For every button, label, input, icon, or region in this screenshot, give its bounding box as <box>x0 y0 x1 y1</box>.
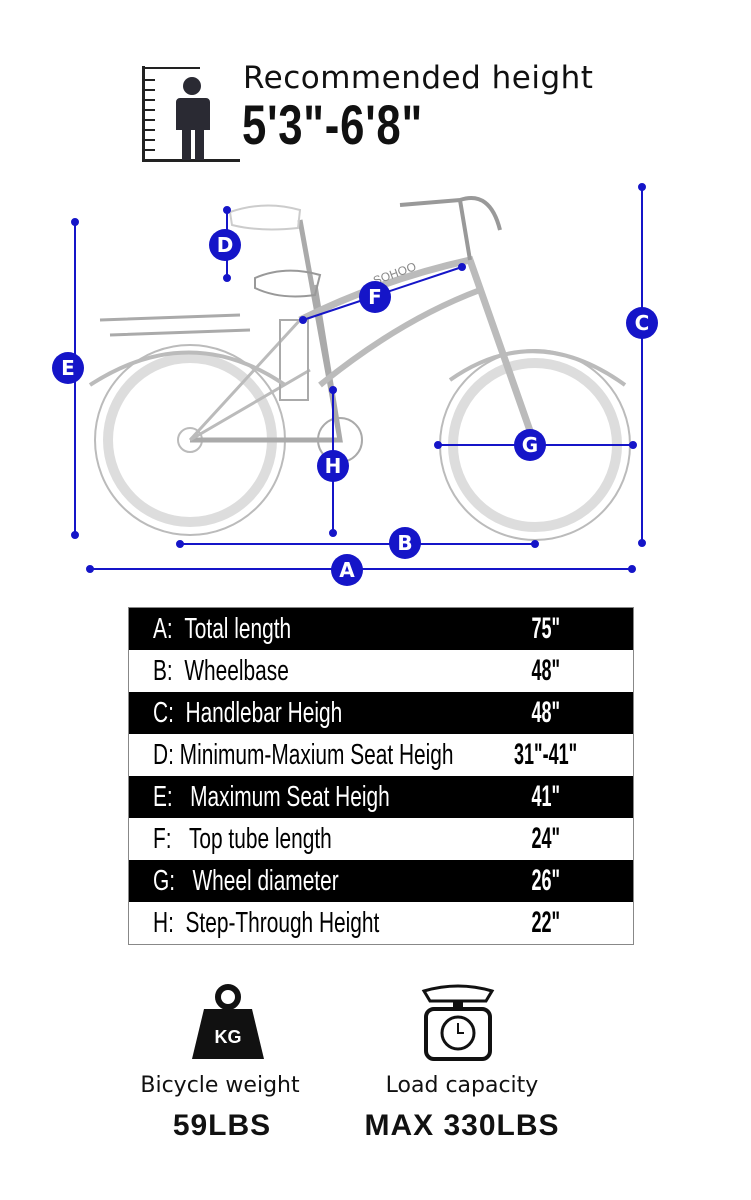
spec-key: F: <box>153 822 172 855</box>
bicycle-weight-label: Bicycle weight <box>140 1073 300 1098</box>
spec-name: Wheelbase <box>184 654 289 687</box>
spec-value: 41" <box>531 780 561 813</box>
spec-value: 48" <box>531 696 561 729</box>
spec-key: D: <box>153 738 174 771</box>
spec-key: A: <box>153 612 173 645</box>
svg-text:G: G <box>522 433 538 457</box>
spec-key: H: <box>153 906 174 939</box>
svg-text:B: B <box>397 531 412 555</box>
spec-value: 26" <box>531 864 561 897</box>
dimension-marker-c: C <box>626 307 658 339</box>
spec-value: 75" <box>531 612 561 645</box>
table-row: F: Top tube length 24" <box>129 818 633 860</box>
table-row: C: Handlebar Heigh 48" <box>129 692 633 734</box>
spec-key: E: <box>153 780 173 813</box>
svg-text:F: F <box>368 285 382 309</box>
svg-text:C: C <box>635 311 650 335</box>
table-row: B: Wheelbase 48" <box>129 650 633 692</box>
dimension-marker-e: E <box>52 352 84 384</box>
scale-icon <box>421 984 495 1061</box>
dimension-marker-f: F <box>359 281 391 313</box>
spec-table: A: Total length 75" B: Wheelbase 48" C: Ha… <box>128 607 634 945</box>
svg-text:A: A <box>339 558 355 582</box>
table-row: G: Wheel diameter 26" <box>129 860 633 902</box>
table-row: A: Total length 75" <box>129 608 633 650</box>
svg-text:KG: KG <box>215 1027 242 1047</box>
bicycle-weight-value: 59LBS <box>172 1109 272 1142</box>
load-capacity-value: MAX 330LBS <box>364 1109 560 1142</box>
spec-name: Maximum Seat Heigh <box>190 780 390 813</box>
dimension-marker-a: A <box>331 554 363 586</box>
svg-text:E: E <box>61 356 75 380</box>
dimension-marker-d: D <box>209 229 241 261</box>
spec-key: B: <box>153 654 173 687</box>
dimension-marker-h: H <box>317 450 349 482</box>
load-capacity-label: Load capacity <box>385 1073 539 1098</box>
spec-name: Handlebar Heigh <box>185 696 343 729</box>
svg-text:D: D <box>217 233 234 257</box>
height-ruler-person-icon <box>142 66 240 162</box>
spec-name: Wheel diameter <box>192 864 339 897</box>
table-row: H: Step-Through Height 22" <box>129 902 633 944</box>
recommended-height-value: 5'3"-6'8" <box>242 93 423 156</box>
spec-name: Top tube length <box>188 822 332 855</box>
spec-name: Step-Through Height <box>185 906 380 939</box>
dimension-marker-g: G <box>514 429 546 461</box>
spec-value: 22" <box>531 906 561 939</box>
svg-text:H: H <box>325 454 342 478</box>
spec-value: 31"-41" <box>514 738 578 771</box>
table-row: E: Maximum Seat Heigh 41" <box>129 776 633 818</box>
spec-value: 24" <box>531 822 561 855</box>
spec-key: G: <box>153 864 176 897</box>
spec-value: 48" <box>531 654 561 687</box>
table-row: D: Minimum-Maxium Seat Heigh 31"-41" <box>129 734 633 776</box>
spec-name: Minimum-Maxium Seat Heigh <box>179 738 454 771</box>
bike-dimension-diagram: SOHOO A B C D E F G H <box>52 183 658 586</box>
kg-weight-icon: KG <box>192 984 264 1059</box>
dimension-marker-b: B <box>389 527 421 559</box>
recommended-height-label: Recommended height <box>243 60 594 96</box>
spec-key: C: <box>153 696 174 729</box>
bike-sketch <box>88 196 631 541</box>
spec-name: Total length <box>184 612 292 645</box>
